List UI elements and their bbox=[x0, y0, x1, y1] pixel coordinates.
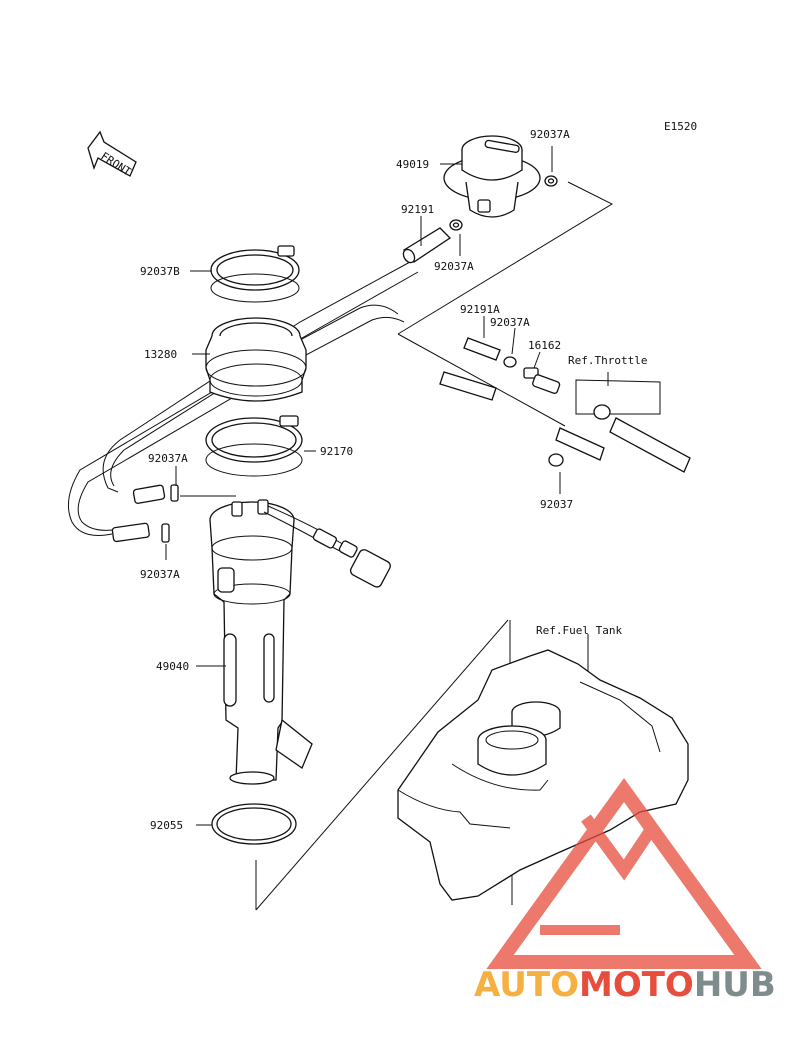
front-arrow-icon: FRONT bbox=[87, 130, 137, 179]
label-92037A-left1: 92037A bbox=[148, 452, 188, 465]
label-ref-fuel-tank: Ref.Fuel Tank bbox=[536, 624, 622, 637]
label-92170: 92170 bbox=[320, 445, 353, 458]
part-labels: 92037A 49019 92191 92037A 92037B 13280 9… bbox=[140, 128, 647, 832]
watermark-auto: AUTO bbox=[474, 965, 579, 1005]
label-92191A: 92191A bbox=[460, 303, 500, 316]
grommet-13280 bbox=[205, 317, 307, 402]
clip-92037A-mid bbox=[449, 219, 463, 231]
o-ring-92055 bbox=[211, 803, 297, 845]
fitting-16162 bbox=[523, 367, 561, 394]
hose-92191 bbox=[402, 227, 452, 264]
label-49019: 49019 bbox=[396, 158, 429, 171]
label-16162: 16162 bbox=[528, 339, 561, 352]
diagram-code: E1520 bbox=[664, 120, 697, 133]
label-92037A-top: 92037A bbox=[530, 128, 570, 141]
watermark-text: AUTOMOTOHUB bbox=[474, 965, 776, 1005]
watermark-logo bbox=[486, 778, 762, 969]
fuel-pump-49040 bbox=[209, 499, 313, 785]
label-92037A-left2: 92037A bbox=[140, 568, 180, 581]
label-13280: 13280 bbox=[144, 348, 177, 361]
clamp-92037B bbox=[210, 245, 300, 303]
label-92037: 92037 bbox=[540, 498, 573, 511]
fuel-hoses bbox=[67, 261, 419, 536]
label-92037B: 92037B bbox=[140, 265, 180, 278]
label-92037A-mid: 92037A bbox=[434, 260, 474, 273]
label-92191: 92191 bbox=[401, 203, 434, 216]
watermark-hub: HUB bbox=[694, 965, 776, 1005]
fuel-tank bbox=[397, 649, 689, 901]
filter-49019 bbox=[443, 135, 541, 218]
reference-lines bbox=[255, 181, 661, 911]
hose-92191A bbox=[439, 337, 517, 401]
throttle-hoses bbox=[548, 404, 691, 473]
label-92037A-right: 92037A bbox=[490, 316, 530, 329]
watermark-moto: MOTO bbox=[579, 965, 694, 1005]
clip-92037A-top bbox=[544, 175, 558, 187]
clamp-92170 bbox=[205, 415, 303, 477]
label-92055: 92055 bbox=[150, 819, 183, 832]
label-49040: 49040 bbox=[156, 660, 189, 673]
hose-ends-left bbox=[111, 484, 236, 543]
leader-lines bbox=[165, 146, 561, 826]
label-ref-throttle: Ref.Throttle bbox=[568, 354, 647, 367]
pump-wiring bbox=[263, 505, 391, 588]
